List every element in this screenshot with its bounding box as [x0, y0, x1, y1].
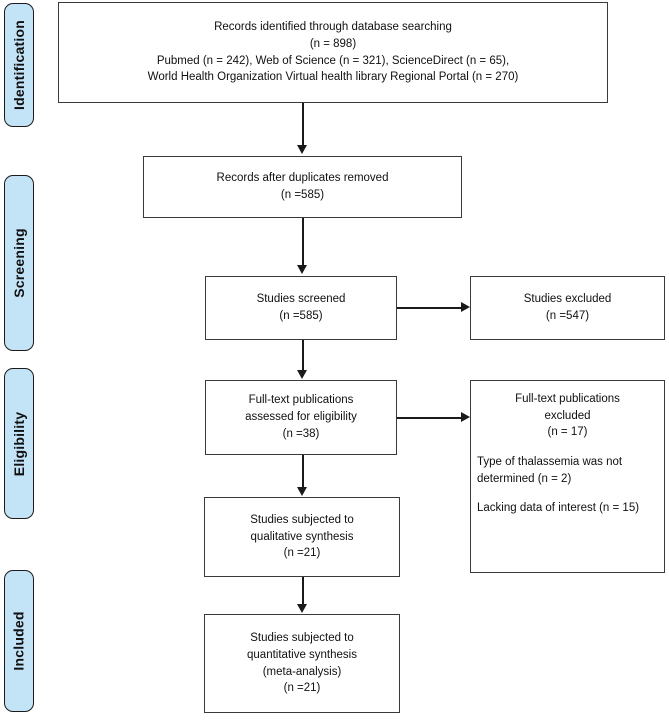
stage-label-eligibility-text: Eligibility	[11, 411, 27, 476]
box-records-identified-line4: World Health Organization Virtual health…	[147, 71, 519, 84]
box-quantitative-synthesis: Studies subjected to quantitative synthe…	[204, 614, 400, 713]
box-quantitative-synthesis-line3: (meta-analysis)	[262, 665, 342, 678]
arrowhead-identified-to-duplicates	[297, 145, 307, 154]
arrowhead-assessed-to-fulltext-excluded	[461, 412, 470, 422]
connector-identified-to-duplicates	[302, 103, 304, 146]
arrowhead-duplicates-to-screened	[297, 265, 307, 274]
connector-screened-to-excluded	[397, 307, 463, 309]
connector-screened-to-assessed	[302, 340, 304, 372]
box-records-identified-line1: Records identified through database sear…	[214, 21, 452, 34]
arrowhead-screened-to-assessed	[297, 370, 307, 379]
box-fulltext-assessed: Full-text publications assessed for elig…	[205, 380, 397, 455]
box-qualitative-synthesis-line3: (n =21)	[283, 547, 321, 560]
connector-qualitative-to-quantitative	[302, 577, 304, 605]
box-fulltext-excluded-line2: excluded	[544, 409, 591, 422]
arrowhead-qualitative-to-quantitative	[297, 604, 307, 613]
box-fulltext-excluded: Full-text publications excluded (n = 17)…	[470, 380, 665, 573]
box-records-identified-line2: (n = 898)	[309, 37, 357, 50]
connector-assessed-to-qualitative	[302, 455, 304, 488]
box-studies-screened-line1: Studies screened	[256, 293, 346, 306]
box-studies-screened: Studies screened (n =585)	[205, 276, 397, 340]
box-fulltext-excluded-reason2: Lacking data of interest (n = 15)	[477, 502, 640, 515]
box-records-after-duplicates-line2: (n =585)	[280, 189, 325, 201]
box-quantitative-synthesis-line4: (n =21)	[283, 682, 321, 695]
box-quantitative-synthesis-line1: Studies subjected to	[250, 632, 354, 645]
box-fulltext-assessed-line1: Full-text publications	[248, 394, 354, 407]
box-records-identified-line3: Pubmed (n = 242), Web of Science (n = 32…	[156, 54, 510, 67]
box-fulltext-excluded-reason1: Type of thalassemia was not determined (…	[477, 456, 623, 485]
connector-duplicates-to-screened	[302, 218, 304, 266]
arrowhead-screened-to-excluded	[461, 302, 470, 312]
box-studies-screened-line2: (n =585)	[279, 310, 323, 322]
stage-label-screening: Screening	[4, 175, 34, 351]
box-quantitative-synthesis-line2: quantitative synthesis	[247, 648, 357, 661]
box-fulltext-assessed-line3: (n =38)	[282, 427, 320, 440]
stage-label-included: Included	[4, 570, 34, 712]
box-studies-excluded-line1: Studies excluded	[523, 293, 612, 306]
stage-label-identification: Identification	[4, 3, 34, 127]
box-studies-excluded: Studies excluded (n =547)	[470, 276, 665, 340]
stage-label-eligibility: Eligibility	[4, 368, 34, 519]
stage-label-screening-text: Screening	[11, 228, 27, 298]
box-records-identified: Records identified through database sear…	[58, 2, 608, 103]
box-records-after-duplicates-line1: Records after duplicates removed	[216, 172, 389, 185]
box-qualitative-synthesis-line1: Studies subjected to	[250, 513, 354, 526]
stage-label-included-text: Included	[11, 611, 28, 671]
box-qualitative-synthesis: Studies subjected to qualitative synthes…	[204, 497, 400, 577]
box-fulltext-assessed-line2: assessed for eligibility	[245, 411, 357, 424]
box-fulltext-excluded-line3: (n = 17)	[547, 426, 588, 439]
connector-assessed-to-fulltext-excluded	[397, 417, 463, 419]
box-fulltext-excluded-line1: Full-text publications	[515, 393, 620, 405]
box-qualitative-synthesis-line2: qualitative synthesis	[250, 530, 354, 543]
stage-label-identification-text: Identification	[11, 20, 28, 110]
box-records-after-duplicates: Records after duplicates removed (n =585…	[143, 156, 462, 218]
arrowhead-assessed-to-qualitative	[297, 487, 307, 496]
box-studies-excluded-line2: (n =547)	[545, 310, 590, 322]
